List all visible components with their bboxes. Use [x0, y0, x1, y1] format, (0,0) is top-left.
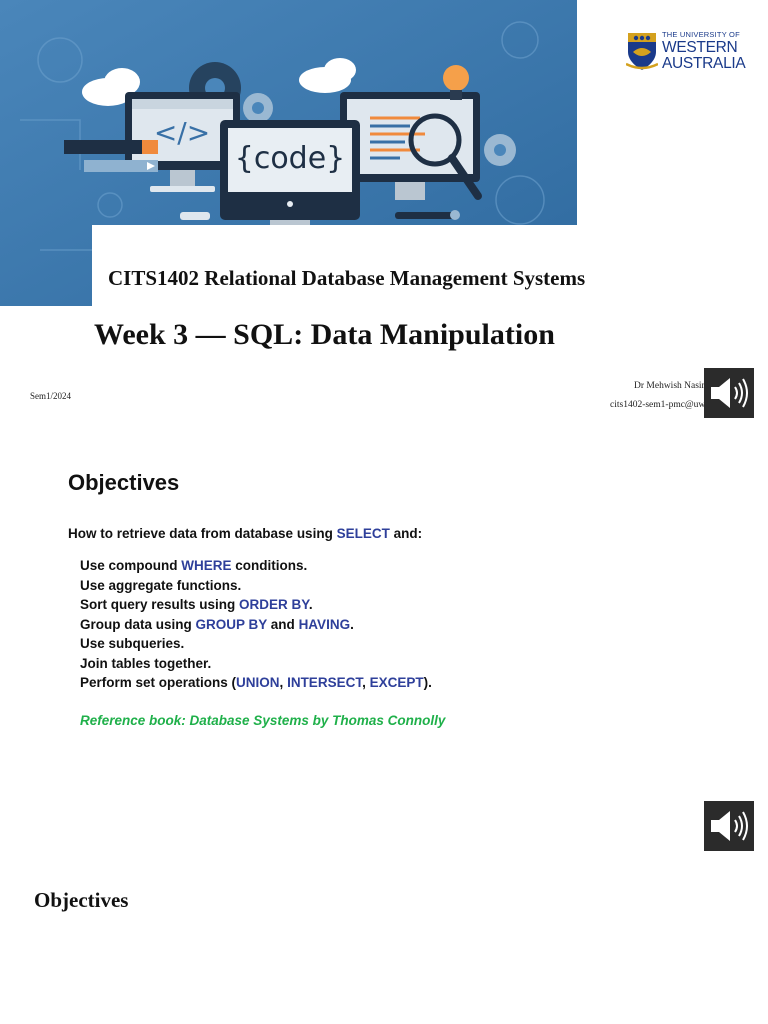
item-text: Sort query results using [80, 597, 240, 612]
uwa-logo-text: THE UNIVERSITY OF WESTERN AUSTRALIA [662, 30, 746, 72]
wrench-icon [180, 210, 460, 220]
item-text: Use aggregate functions. [80, 577, 242, 593]
item-text: , [362, 675, 370, 690]
audio-play-button[interactable] [704, 801, 754, 851]
item-text: Join tables together. [80, 655, 212, 671]
uwa-logo: THE UNIVERSITY OF WESTERN AUSTRALIA [626, 30, 746, 72]
speaker-icon [711, 378, 748, 408]
code-tag-text: </> [154, 116, 210, 149]
list-item: Join tables together. [80, 654, 432, 674]
sql-keyword: WHERE [181, 558, 232, 573]
sql-keyword: EXCEPT [369, 675, 424, 690]
item-text: and [267, 616, 299, 632]
item-text: Use subqueries. [80, 636, 185, 651]
logo-line1: THE UNIVERSITY OF [662, 30, 740, 39]
monitor-icon: {code} [220, 120, 360, 226]
logo-line3: AUSTRALIA [662, 55, 746, 72]
sql-keyword: INTERSECT [287, 675, 363, 690]
sql-keyword: HAVING [298, 616, 351, 632]
item-text: conditions. [231, 558, 308, 573]
semester-label: Sem1/2024 [30, 391, 72, 401]
item-text: Use compound [80, 558, 182, 573]
speaker-icon [711, 811, 748, 841]
list-item: Perform set operations (UNION, INTERSECT… [80, 673, 432, 693]
list-item: Use compound WHERE conditions. [80, 556, 432, 576]
uwa-crest-icon [626, 33, 658, 70]
list-item: Use aggregate functions. [80, 576, 432, 596]
sql-keyword: SELECT [336, 526, 390, 541]
item-text: ). [423, 675, 432, 690]
course-title: CITS1402 Relational Database Management … [108, 266, 586, 290]
magnifier-icon [408, 113, 482, 200]
lightbulb-icon [443, 65, 469, 100]
item-text: , [279, 675, 288, 690]
list-item: Use subqueries. [80, 634, 432, 654]
author-email: cits1402-sem1-pmc@uwa.edu.au [610, 400, 706, 410]
item-text: Group data using [80, 616, 196, 632]
objectives-heading: Objectives [68, 470, 180, 495]
list-item: Sort query results using ORDER BY. [80, 595, 432, 615]
reference-book: Reference book: Database Systems by Thom… [80, 713, 446, 728]
logo-line2: WESTERN [662, 38, 738, 56]
sql-keyword: ORDER BY [239, 597, 309, 612]
sql-keyword: GROUP BY [195, 616, 268, 632]
list-item: Group data using GROUP BY and HAVING. [80, 615, 432, 635]
cloud-icon [82, 58, 356, 106]
item-text: Perform set operations ( [80, 675, 237, 690]
code-label-text: {code} [235, 141, 346, 176]
objectives-slide: Objectives How to retrieve data from dat… [0, 440, 768, 860]
sql-keyword: UNION [236, 675, 280, 690]
item-text: . [308, 597, 313, 612]
intro-text: How to retrieve data from database using [68, 526, 337, 541]
objectives-heading-slide3: Objectives [34, 888, 129, 912]
title-slide: </> [0, 0, 768, 430]
week-title: Week 3 — SQL: Data Manipulation [94, 318, 555, 351]
objectives-intro: How to retrieve data from database using… [68, 526, 422, 541]
author-name: Dr Mehwish Nasim [634, 381, 706, 391]
objectives-list: Use compound WHERE conditions. Use aggre… [80, 556, 432, 693]
intro-text: and: [389, 526, 423, 541]
item-text: . [350, 616, 354, 632]
title-panel [92, 225, 768, 345]
audio-play-button[interactable] [704, 368, 754, 418]
